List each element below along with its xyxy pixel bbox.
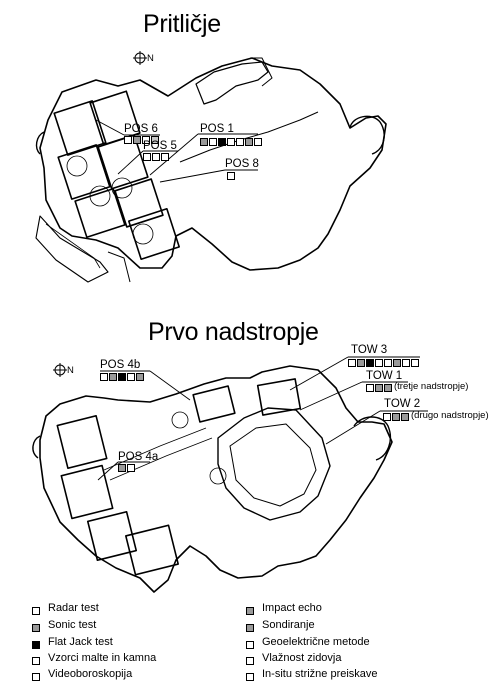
impact-echo-icon xyxy=(245,138,253,146)
geoelectric-icon xyxy=(254,138,262,146)
marker-tow3: TOW 3 xyxy=(351,344,388,356)
radar-test-icon xyxy=(161,153,169,161)
north-label-ground: N xyxy=(147,53,154,64)
in-situ-shear-icon xyxy=(127,464,135,472)
ground-leader-lines xyxy=(95,119,258,183)
radar-test-icon xyxy=(124,136,132,144)
marker-pos4a: POS 4a xyxy=(118,451,159,463)
first-floor-plan xyxy=(32,365,393,593)
sounding-icon xyxy=(246,624,254,632)
first-floor-title: Prvo nadstropje xyxy=(148,318,319,346)
north-arrow-ground xyxy=(133,51,147,65)
north-label-first: N xyxy=(67,365,74,376)
radar-test-icon xyxy=(32,607,40,615)
legend-sonic: Sonic test xyxy=(48,619,97,631)
sonic-test-icon xyxy=(392,413,400,421)
radar-test-icon xyxy=(383,413,391,421)
first-leader-lines xyxy=(97,356,428,481)
radar-test-icon xyxy=(100,373,108,381)
impact-echo-icon xyxy=(393,359,401,367)
marker-pos4b: POS 4b xyxy=(100,359,141,371)
impact-echo-icon xyxy=(136,373,144,381)
mortar-stone-samples-icon xyxy=(227,138,235,146)
marker-pos5: POS 5 xyxy=(143,140,177,152)
radar-test-icon xyxy=(366,384,374,392)
legend-impact: Impact echo xyxy=(262,602,322,614)
radar-test-icon xyxy=(227,172,235,180)
geoelectric-icon xyxy=(142,136,150,144)
sonic-test-icon xyxy=(357,359,365,367)
radar-test-icon xyxy=(348,359,356,367)
moisture-icon xyxy=(402,359,410,367)
flat-jack-test-icon xyxy=(366,359,374,367)
mortar-stone-samples-icon xyxy=(375,359,383,367)
marker-pos6: POS 6 xyxy=(124,123,158,135)
legend-sond: Sondiranje xyxy=(262,619,315,631)
radar-test-icon xyxy=(143,153,151,161)
videoboroscopy-icon xyxy=(236,138,244,146)
tow2-note: (drugo nadstropje) xyxy=(411,410,489,421)
moisture-icon xyxy=(246,657,254,665)
legend-radar: Radar test xyxy=(48,602,99,614)
legend-geo: Geoelektrične metode xyxy=(262,636,370,648)
impact-echo-icon xyxy=(246,607,254,615)
geoelectric-icon xyxy=(246,641,254,649)
flat-jack-test-icon xyxy=(218,138,226,146)
geoelectric-icon xyxy=(152,153,160,161)
marker-pos1: POS 1 xyxy=(200,123,234,135)
sonic-test-icon xyxy=(200,138,208,146)
legend-vlaz: Vlažnost zidovja xyxy=(262,652,342,664)
ground-floor-title: Pritličje xyxy=(143,10,221,38)
sonic-test-icon xyxy=(118,464,126,472)
videoboroscopy-icon xyxy=(384,359,392,367)
geoelectric-icon xyxy=(411,359,419,367)
legend-flatjack: Flat Jack test xyxy=(48,636,113,648)
legend-insitu: In-situ strižne preiskave xyxy=(262,668,378,680)
flat-jack-test-icon xyxy=(118,373,126,381)
sonic-test-icon xyxy=(32,624,40,632)
legend-vzorci: Vzorci malte in kamna xyxy=(48,652,157,664)
marker-tow1: TOW 1 xyxy=(366,370,403,382)
in-situ-shear-icon xyxy=(246,673,254,681)
videoboroscopy-icon xyxy=(151,136,159,144)
sonic-test-icon xyxy=(133,136,141,144)
tow1-note: (tretje nadstropje) xyxy=(394,381,469,392)
impact-echo-icon xyxy=(384,384,392,392)
marker-tow2: TOW 2 xyxy=(384,398,421,410)
impact-echo-icon xyxy=(401,413,409,421)
north-arrow-first xyxy=(53,363,67,377)
videoboroscopy-icon xyxy=(32,673,40,681)
ground-floor-plan xyxy=(35,57,387,283)
sonic-test-icon xyxy=(375,384,383,392)
radar-test-icon xyxy=(209,138,217,146)
flat-jack-test-icon xyxy=(32,641,40,649)
legend-video: Videoboroskopija xyxy=(48,668,133,680)
mortar-stone-samples-icon xyxy=(32,657,40,665)
mortar-stone-samples-icon xyxy=(127,373,135,381)
sonic-test-icon xyxy=(109,373,117,381)
marker-pos8: POS 8 xyxy=(225,158,259,170)
